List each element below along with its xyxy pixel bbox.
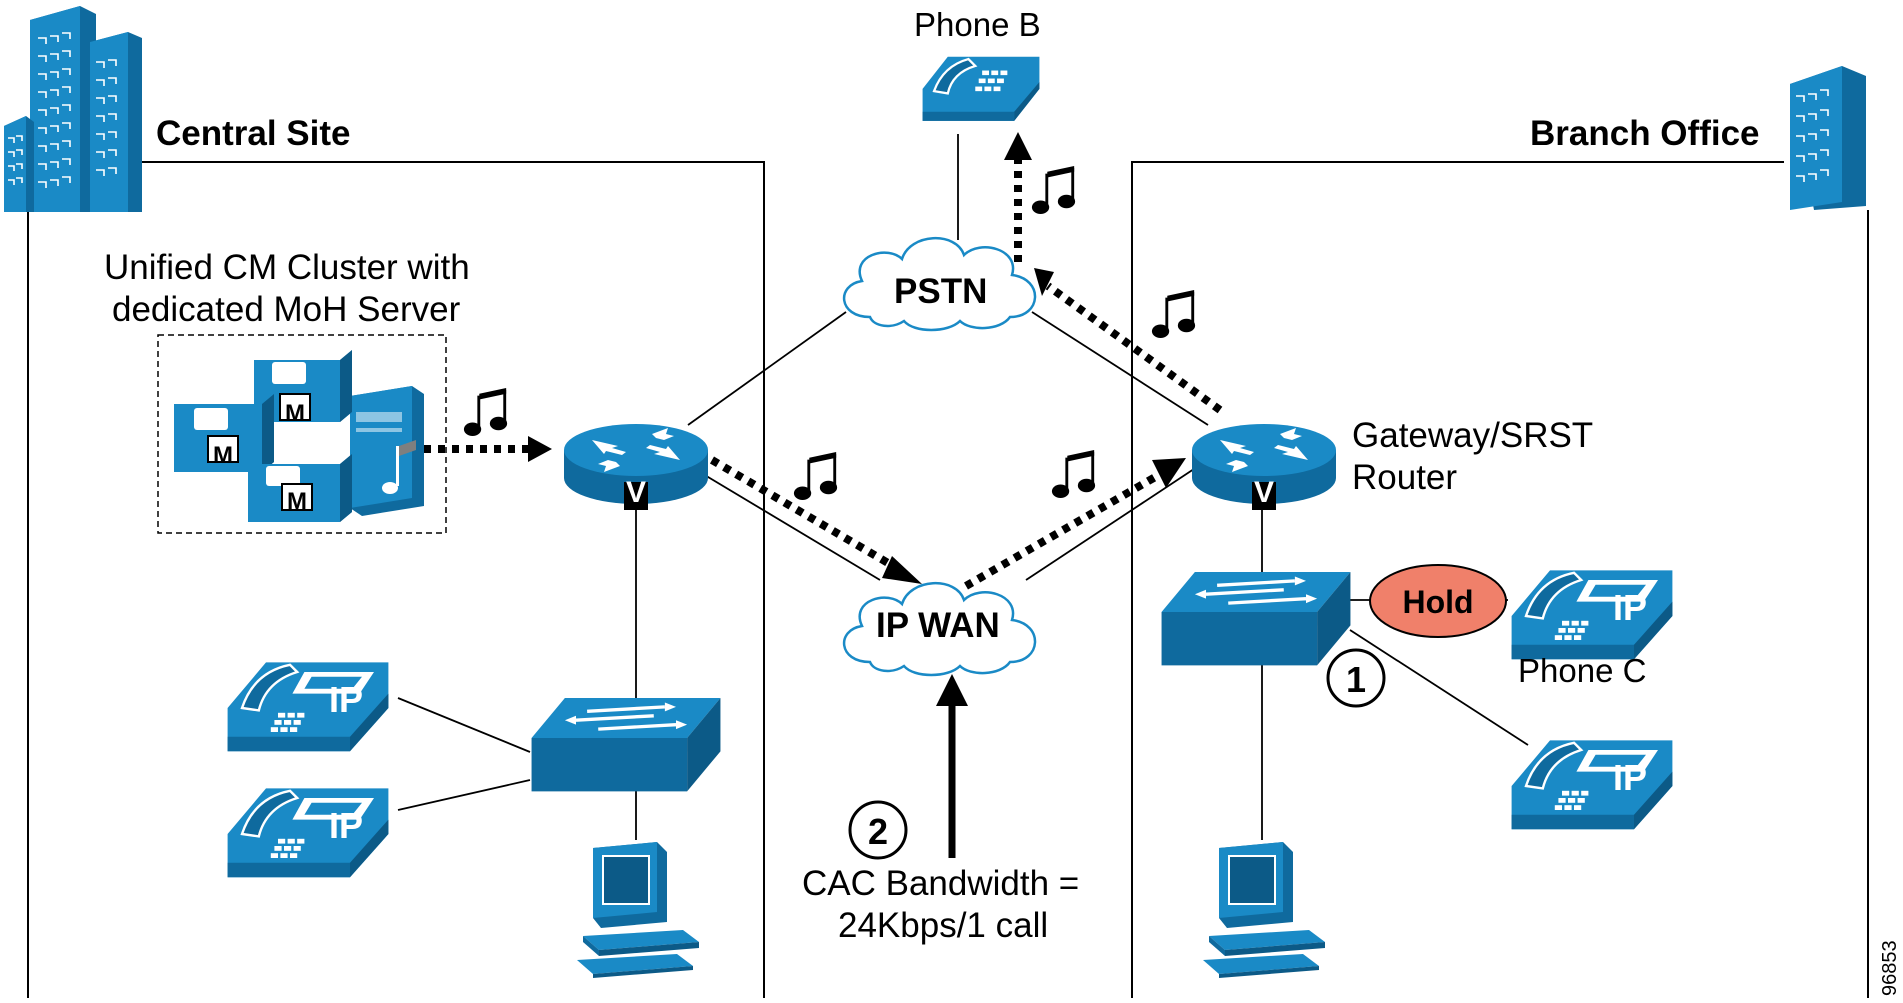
unified-cm-cluster <box>157 334 447 534</box>
cac-bandwidth-line1: CAC Bandwidth = <box>802 864 1080 903</box>
phone-c-icon <box>1510 569 1674 661</box>
central-ip-phone-1-badge: IP <box>329 679 363 720</box>
central-pc-icon <box>575 840 701 978</box>
network-links <box>397 134 1529 840</box>
cm-server-top-icon <box>254 350 352 422</box>
branch-ip-phone-icon <box>1510 739 1674 831</box>
cm-server-badge-top: M <box>285 400 305 427</box>
central-site-box <box>27 161 765 1000</box>
branch-building-icon <box>1790 66 1866 210</box>
branch-ip-phone-badge: IP <box>1613 757 1647 798</box>
step-2-label: 2 <box>868 811 888 852</box>
cluster-label-line2: dedicated MoH Server <box>112 290 461 329</box>
phone-b-icon <box>921 55 1041 123</box>
cac-bandwidth-arrow <box>936 674 968 858</box>
gateway-srst-label-line1: Gateway/SRST <box>1352 416 1594 455</box>
cm-server-badge-left: M <box>213 442 233 469</box>
cac-bandwidth-line2: 24Kbps/1 call <box>838 906 1049 945</box>
central-switch-icon <box>529 698 723 794</box>
phone-b-label: Phone B <box>914 6 1041 43</box>
branch-pc-icon <box>1201 840 1327 978</box>
step-2-circle <box>848 800 908 860</box>
central-ip-phone-1-icon <box>226 661 390 753</box>
moh-stream-arrowheads <box>528 132 1186 584</box>
music-note-icon-1 <box>463 387 508 436</box>
phone-c-badge: IP <box>1613 587 1647 628</box>
figure-id: 96853 <box>1879 940 1901 996</box>
music-note-icon-5 <box>1151 289 1196 338</box>
central-ip-phone-2-badge: IP <box>329 805 363 846</box>
moh-music-icon <box>382 440 416 494</box>
branch-office-label: Branch Office <box>1530 114 1760 153</box>
gateway-srst-label-line2: Router <box>1352 458 1458 497</box>
branch-office-box <box>1131 161 1869 1000</box>
branch-switch-icon <box>1159 572 1353 668</box>
music-note-icon-2 <box>793 451 838 500</box>
music-note-icon-3 <box>1051 449 1096 498</box>
music-note-icon-4 <box>1031 165 1076 214</box>
cm-server-bottom-icon <box>248 454 352 522</box>
step-1-circle <box>1326 648 1386 708</box>
cm-server-left-icon <box>174 394 274 472</box>
step-1-label: 1 <box>1346 659 1366 700</box>
hold-oval <box>1369 564 1507 638</box>
gateway-router-badge: V <box>1254 476 1274 509</box>
moh-server-icon <box>350 386 424 516</box>
pstn-label: PSTN <box>894 272 988 311</box>
cm-server-badge-bottom: M <box>287 488 307 515</box>
moh-stream-arrows <box>424 160 1223 590</box>
cluster-label-line1: Unified CM Cluster with <box>104 248 470 287</box>
central-site-label: Central Site <box>156 114 351 153</box>
hold-label: Hold <box>1402 584 1473 620</box>
ip-wan-label: IP WAN <box>876 606 1000 645</box>
phone-c-label: Phone C <box>1518 652 1647 689</box>
central-router-badge: V <box>626 476 646 509</box>
central-ip-phone-2-icon <box>226 787 390 879</box>
central-building-icon <box>4 6 142 212</box>
